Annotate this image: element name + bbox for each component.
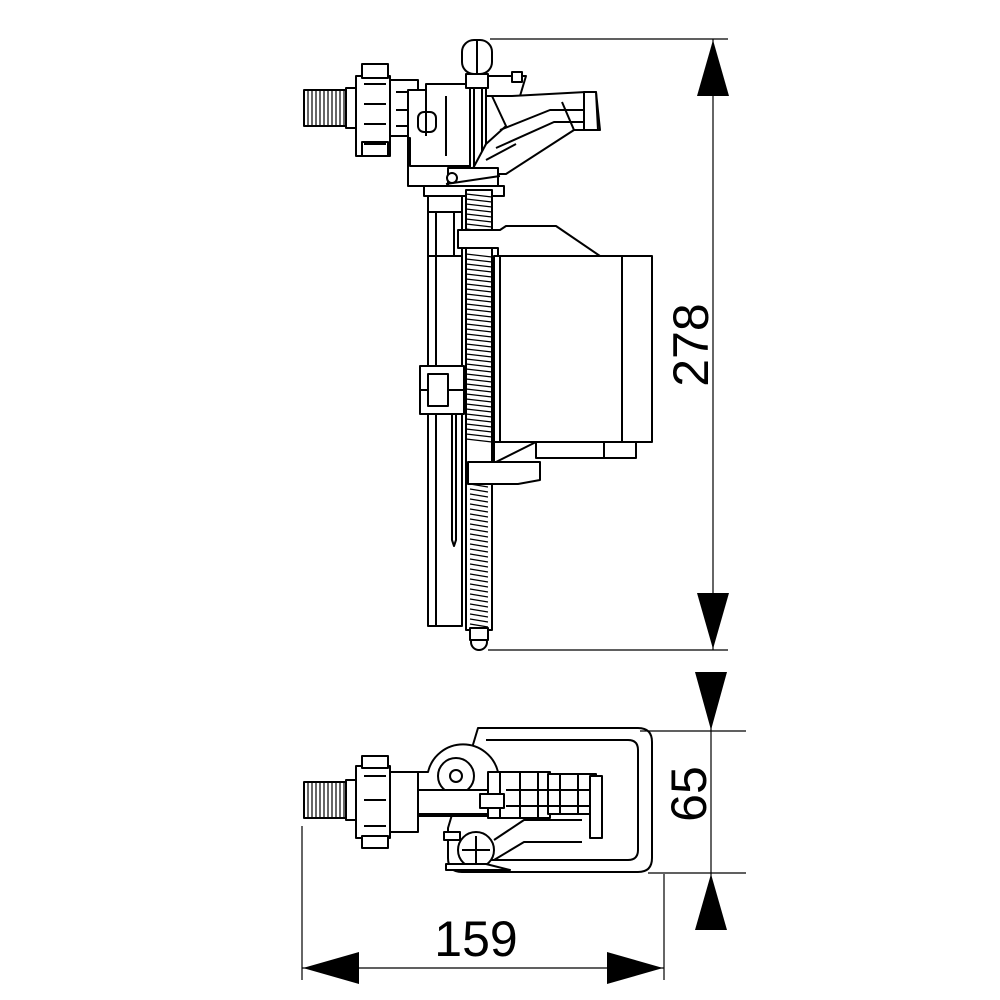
side-threaded-rod xyxy=(465,189,493,651)
side-inlet-thread xyxy=(303,87,357,129)
height-dimension-label: 278 xyxy=(663,303,719,386)
top-adjuster xyxy=(443,775,603,871)
side-view xyxy=(303,39,653,651)
width-arrow-left xyxy=(303,952,359,984)
width-arrow-right xyxy=(607,952,663,984)
side-float-arm xyxy=(469,91,601,175)
top-view xyxy=(303,727,653,873)
height-arrow-top xyxy=(697,40,729,96)
depth-arrow-bottom xyxy=(695,874,727,930)
side-needle xyxy=(451,414,457,547)
side-linkage xyxy=(423,167,505,197)
depth-dimension-label: 65 xyxy=(661,766,717,822)
top-inlet-thread xyxy=(303,779,357,821)
dimension-width xyxy=(301,826,665,984)
height-arrow-bottom xyxy=(697,593,729,649)
depth-arrow-top xyxy=(695,672,727,730)
side-clip xyxy=(419,365,465,415)
width-dimension-label: 159 xyxy=(434,911,517,967)
side-float-box xyxy=(457,225,653,485)
dimension-height xyxy=(488,38,729,651)
top-linkage xyxy=(417,771,597,819)
side-top-cap xyxy=(461,39,523,169)
dimension-depth xyxy=(640,672,746,930)
top-inlet-nut xyxy=(355,755,419,849)
